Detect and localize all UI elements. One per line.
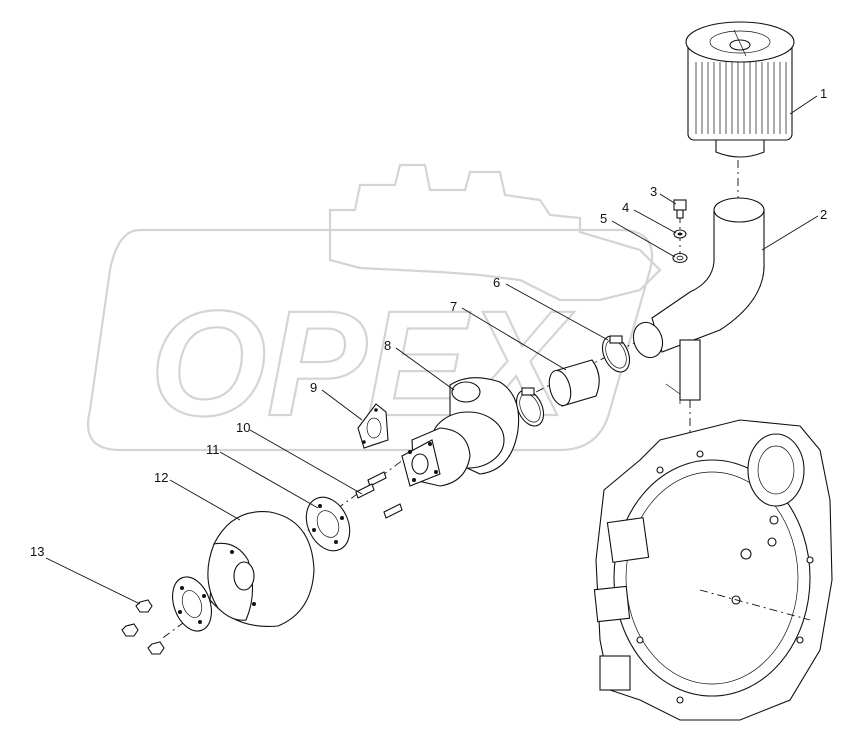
- intake-elbow-body: [651, 209, 765, 353]
- callout-6: 6: [493, 275, 500, 290]
- part-hose-clamp-upper: [601, 335, 631, 373]
- turbo-inlet: [451, 381, 481, 403]
- gasket-hole: [366, 417, 382, 439]
- air-filter-pleats: [695, 62, 787, 134]
- leader-1: [789, 95, 818, 115]
- nut-1: [135, 599, 153, 613]
- intake-elbow-top-opening: [713, 197, 765, 223]
- leader-13: [45, 557, 141, 605]
- starter-mount: [747, 433, 805, 507]
- leader-6: [505, 283, 609, 341]
- callout-8: 8: [384, 338, 391, 353]
- leader-lines: [45, 95, 819, 605]
- gasket-body: [357, 403, 389, 449]
- flywheel-housing-bore: [613, 459, 811, 697]
- part-bolt: [673, 199, 687, 219]
- turbo-exhaust-port: [411, 453, 429, 475]
- part-hose-clamp-lower: [515, 387, 545, 427]
- part-muffler: [207, 511, 315, 628]
- leader-2: [761, 215, 819, 251]
- part-muffler-flange: [172, 576, 212, 632]
- intake-elbow-outlet: [632, 321, 664, 359]
- nut-3: [147, 641, 165, 655]
- callout-11: 11: [206, 442, 220, 457]
- callout-7: 7: [450, 299, 457, 314]
- part-nuts: [121, 599, 165, 655]
- stud-middle: [355, 483, 375, 499]
- callout-12: 12: [154, 470, 168, 485]
- leader-3: [659, 193, 677, 205]
- hose-clamp-upper-screw: [609, 335, 623, 344]
- part-turbocharger: [401, 377, 520, 487]
- rubber-hose-end: [548, 369, 572, 407]
- leader-4: [633, 209, 677, 234]
- intake-elbow-bracket: [679, 339, 701, 401]
- stud-upper: [367, 471, 387, 487]
- callout-9: 9: [310, 380, 317, 395]
- leader-8: [395, 347, 455, 391]
- bolt-shank: [676, 209, 684, 219]
- leader-11: [219, 451, 319, 509]
- part-gasket: [357, 403, 389, 449]
- flange-gasket-ring: [305, 496, 351, 552]
- housing-foot: [599, 655, 631, 691]
- callout-3: 3: [650, 184, 657, 199]
- leader-10: [249, 429, 363, 495]
- part-flat-washer: [672, 252, 688, 264]
- air-filter-outlet: [715, 139, 765, 158]
- watermark-gear-outline: [328, 163, 662, 302]
- housing-side-boss: [606, 517, 650, 563]
- leader-12: [169, 479, 241, 521]
- stud-lower: [383, 503, 403, 519]
- callout-1: 1: [820, 86, 827, 101]
- callout-4: 4: [622, 200, 629, 215]
- muffler-flange-ring: [172, 576, 212, 632]
- leader-7: [461, 307, 567, 371]
- part-intake-elbow: [632, 197, 765, 404]
- part-studs: [355, 471, 403, 519]
- air-filter-wingnut: [729, 39, 751, 51]
- nut-2: [121, 623, 139, 637]
- callout-10: 10: [236, 420, 250, 435]
- hose-clamp-upper-ring: [601, 335, 631, 373]
- part-air-filter: [685, 21, 795, 158]
- hose-clamp-lower-screw: [521, 387, 535, 396]
- bolt-head: [673, 199, 687, 211]
- leader-5: [611, 220, 676, 258]
- leader-9: [321, 389, 363, 421]
- callout-labels: 1 2 3 4 5 6 7 8 9 10 11 12 13: [30, 86, 827, 559]
- callout-2: 2: [820, 207, 827, 222]
- part-flywheel-housing: [593, 419, 833, 721]
- housing-lower-boss: [593, 585, 631, 623]
- watermark-badge-outline: [86, 228, 654, 452]
- callout-13: 13: [30, 544, 44, 559]
- muffler-outlet: [233, 561, 255, 591]
- housing-centerline: [699, 589, 811, 621]
- callout-5: 5: [600, 211, 607, 226]
- part-lock-washer: [673, 229, 687, 239]
- part-rubber-hose: [548, 359, 600, 407]
- part-flange-gasket: [305, 496, 351, 552]
